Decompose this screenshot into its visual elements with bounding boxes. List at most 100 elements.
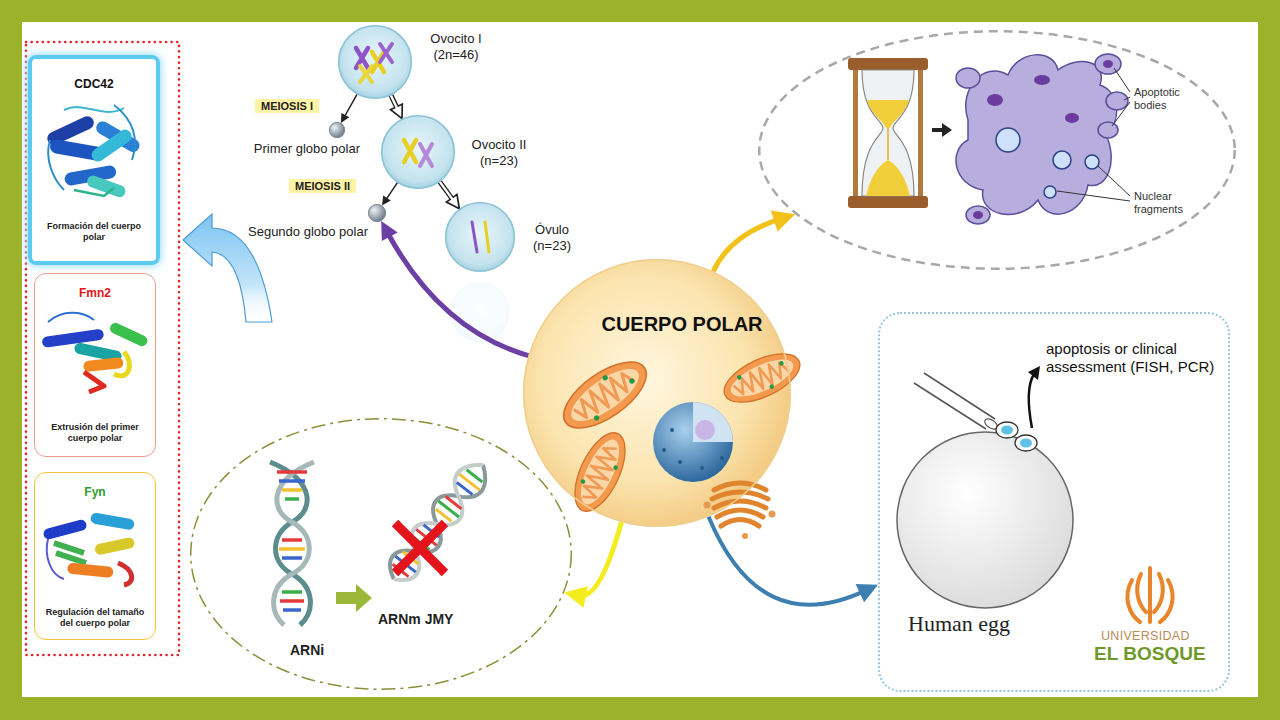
node-outline [191,419,572,690]
cell-label: Primer globo polar [254,141,360,156]
hourglass [848,58,928,70]
protein-structure [118,563,132,585]
dna-helix [285,497,299,501]
meiosis-cell [329,122,345,138]
dotted-frame [26,42,179,655]
process-arrow [932,123,952,137]
polar-body-cell [714,483,766,490]
university-logo [1127,580,1140,622]
polar-body-cell [602,374,609,381]
polar-body-cell [593,414,600,421]
polar-body-cell [712,483,768,526]
polar-body-cell [693,402,733,442]
egg-figure [897,366,1073,608]
molecule-label: ARNm JMY [378,611,453,627]
polar-body-cell [769,384,775,390]
polar-body-cell [523,259,807,539]
logo-text: EL BOSQUE [1094,643,1206,665]
protein-structure [41,329,104,349]
protein-name: CDC42 [32,77,156,91]
white-panel [22,22,1258,697]
protein-structure [67,562,114,578]
leader-line [1112,102,1130,126]
node-outline [190,418,572,690]
protein-structure [114,352,129,376]
leader-line [1057,191,1130,201]
connector [386,183,398,201]
cell-nucleus [973,60,1113,219]
meiosis-cell [356,48,368,68]
cell-nucleus [1034,75,1050,85]
university-logo [1160,580,1173,622]
meiosis-cell [404,140,416,162]
rna-strand [390,468,484,579]
hourglass [867,100,909,128]
protein-structure [45,105,142,199]
connector [391,95,398,110]
polar-body-cell [678,460,682,464]
hourglass [848,58,928,208]
protein-structure [83,357,124,372]
rna-ellipse: ARNi ARNm JMY [190,418,572,690]
cell-nucleus [1065,113,1079,123]
connector [579,522,621,596]
egg-figure [1020,439,1032,448]
meiosis-cell [485,222,489,252]
apoptotic-cell [1098,122,1118,138]
polar-body-cell [717,510,763,517]
dna-helix [277,470,307,474]
apoptotic-cell [956,54,1128,224]
connector [391,95,398,110]
apoptotic-cell [1095,54,1121,74]
polar-body-cell [570,367,638,425]
molecule-label: ARNi [290,642,324,658]
polar-body-cell [721,520,759,527]
polar-body-cell [653,402,733,482]
polar-body-cell [778,360,784,366]
function-text: Regulación del tamaño del cuerpo polar [41,607,149,629]
apoptotic-cell [966,206,990,224]
leader-line [1114,68,1130,92]
polar-body-cell [578,442,622,504]
dna-helix [279,479,305,483]
meiosis-cell [356,44,392,82]
node-outline [381,115,455,189]
node-outline [382,116,455,189]
cell-label: Óvulo (n=23) [517,222,587,254]
polar-body-cell [573,435,627,510]
polar-body-cell [580,478,586,484]
protein-structure [48,313,94,322]
annotation-text: apoptosis or clinical assessment (FISH, … [1046,340,1222,376]
polar-body-cell [564,360,647,430]
logo-text: UNIVERSIDAD [1101,629,1190,643]
polar-body-cell [670,428,674,432]
polar-body-cell [700,466,704,470]
figure-caption: Human egg [908,611,1010,637]
polar-body-cell [662,428,724,470]
ovum-circle: Óvulo (n=23) [445,202,515,272]
oocyte-circle: Ovocito II (n=23) [381,115,455,189]
node-outline [330,123,345,138]
apoptotic-cell [1106,92,1128,110]
dna-helix [282,488,302,492]
nuclear-fragment [1085,155,1099,169]
protein-card: CDC42Formación del cuerpo polar [28,55,160,265]
protein-structure [42,518,87,540]
protein-structure [42,512,135,585]
polar-body-cell [553,349,657,440]
leader-line [1098,166,1130,196]
egg-figure [1015,435,1037,451]
protein-name: Fyn [35,485,155,499]
dna-helix [283,608,301,612]
rna-strand [446,497,462,509]
polar-body-cell [662,448,666,452]
function-text: Formación del cuerpo polar [38,221,150,243]
connector [386,183,398,201]
polar-body-cell [769,511,776,518]
apoptotic-cell [956,68,980,88]
dna-helix [282,590,302,594]
meiosis-cell [368,204,386,222]
polar-body-sphere: Segundo globo polar [368,204,386,222]
